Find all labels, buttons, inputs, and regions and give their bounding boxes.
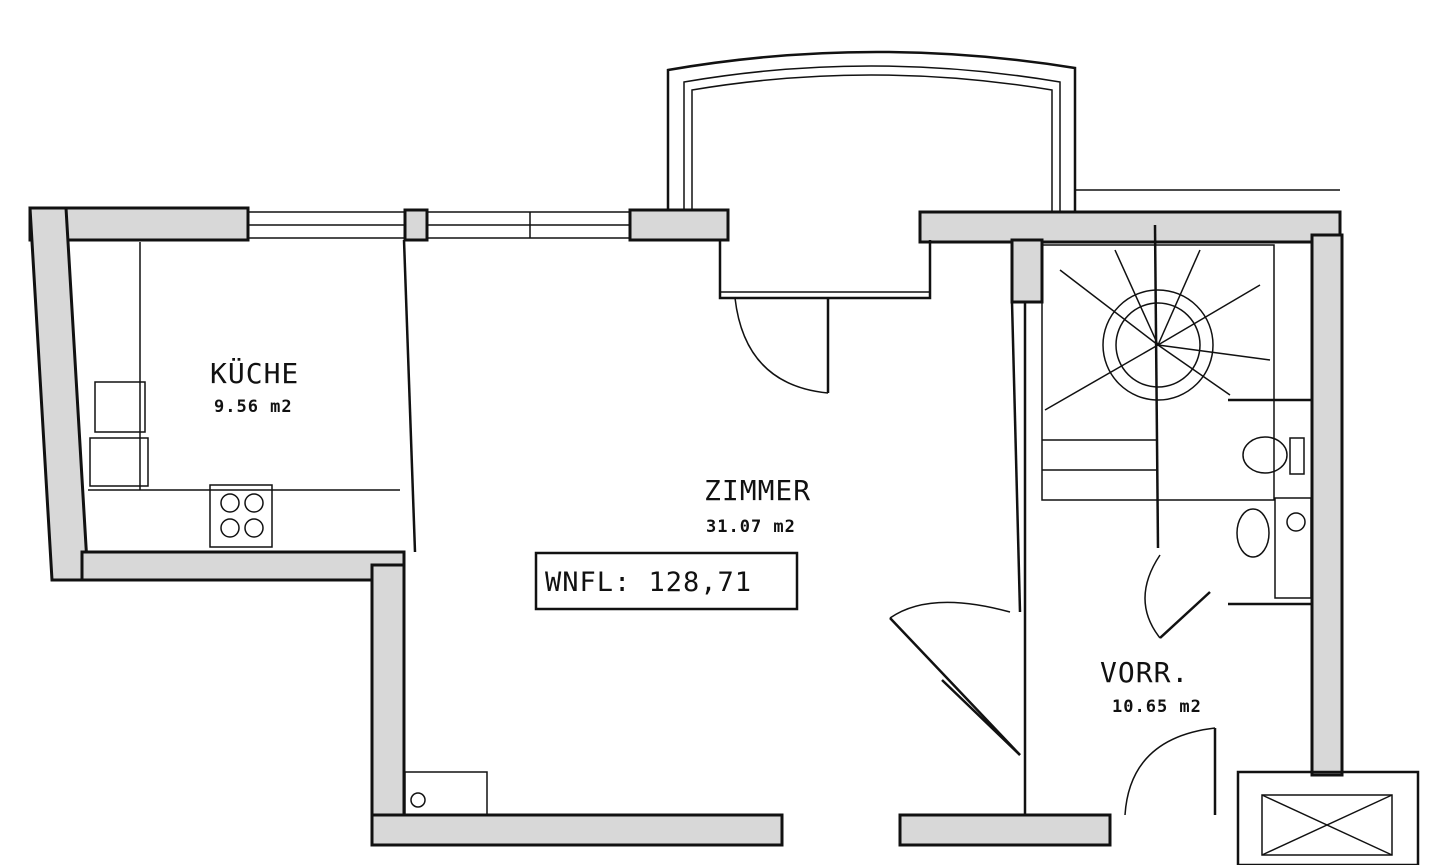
walls bbox=[28, 206, 1344, 847]
room-labels: KÜCHE 9.56 m2 ZIMMER 31.07 m2 VORR. 10.6… bbox=[210, 356, 1202, 717]
partitions bbox=[402, 224, 1312, 815]
room-name-kueche: KÜCHE bbox=[210, 356, 299, 390]
wc-fixtures bbox=[1236, 436, 1312, 599]
room-area-zimmer: 31.07 m2 bbox=[706, 517, 796, 537]
room-name-vorr: VORR. bbox=[1100, 656, 1189, 689]
balcony bbox=[666, 50, 1340, 300]
staircase bbox=[1041, 244, 1275, 501]
room-area-kueche: 9.56 m2 bbox=[214, 397, 293, 417]
wnfl-box: WNFL: 128,71 bbox=[534, 551, 799, 611]
kitchen-counter bbox=[88, 242, 400, 548]
doors bbox=[734, 297, 1217, 816]
wnfl-label: WNFL: 128,71 bbox=[545, 567, 752, 598]
shaft bbox=[1236, 770, 1420, 865]
room-area-vorr: 10.65 m2 bbox=[1112, 697, 1202, 717]
room-name-zimmer: ZIMMER bbox=[704, 474, 811, 507]
windows bbox=[247, 211, 631, 239]
socket-fixture bbox=[404, 771, 488, 816]
